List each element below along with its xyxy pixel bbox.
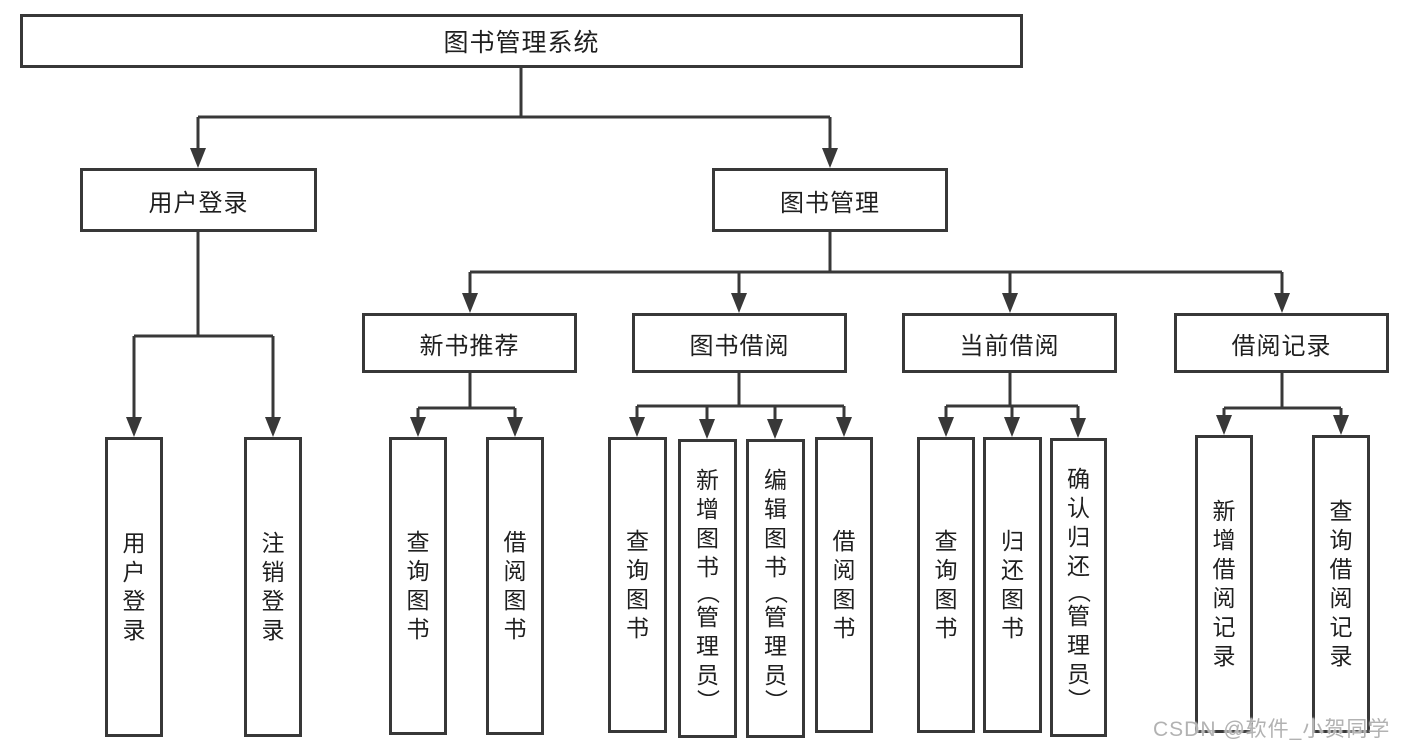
node-root-label: 图书管理系统 bbox=[443, 29, 600, 57]
connector-records-to-leaves bbox=[1222, 373, 1343, 418]
connector-userlogin-to-leaves bbox=[132, 232, 275, 419]
arrowhead bbox=[699, 419, 715, 439]
node-leaf-user-login-label: 用户登录 bbox=[122, 530, 146, 643]
connector-bookborrow-to-leaves bbox=[635, 373, 846, 422]
connector-bookmgmt-to-level3 bbox=[468, 232, 1284, 297]
node-leaf-query-books-2-label: 查询图书 bbox=[626, 528, 649, 641]
node-leaf-return-book-label: 归还图书 bbox=[1001, 528, 1024, 641]
node-leaf-query-books-3: 查询图书 bbox=[917, 437, 975, 733]
arrowhead bbox=[1070, 418, 1086, 438]
arrowhead bbox=[126, 417, 142, 437]
arrowhead bbox=[462, 293, 478, 313]
node-leaf-query-books-1: 查询图书 bbox=[389, 437, 447, 735]
node-leaf-query-borrow-record: 查询借阅记录 bbox=[1312, 435, 1370, 733]
arrowhead bbox=[822, 148, 838, 168]
node-leaf-add-book-admin: 新增图书（管理员） bbox=[678, 439, 737, 738]
node-book-borrowing-label: 图书借阅 bbox=[689, 332, 790, 360]
node-current-borrowing: 当前借阅 bbox=[902, 313, 1117, 373]
node-leaf-edit-book-admin: 编辑图书（管理员） bbox=[746, 439, 805, 738]
arrowhead bbox=[836, 417, 852, 437]
arrowhead bbox=[1274, 293, 1290, 313]
node-leaf-borrow-books-2-label: 借阅图书 bbox=[832, 528, 856, 641]
node-leaf-query-borrow-record-label: 查询借阅记录 bbox=[1329, 498, 1353, 669]
node-borrowing-records: 借阅记录 bbox=[1174, 313, 1389, 373]
node-leaf-add-borrow-record-label: 新增借阅记录 bbox=[1212, 498, 1236, 669]
node-leaf-return-book: 归还图书 bbox=[983, 437, 1042, 733]
node-leaf-query-books-1-label: 查询图书 bbox=[406, 529, 430, 642]
node-user-login-label: 用户登录 bbox=[148, 189, 249, 217]
node-leaf-confirm-return-admin-label: 确认归还（管理员） bbox=[1066, 466, 1092, 711]
node-leaf-query-books-2: 查询图书 bbox=[608, 437, 667, 733]
node-leaf-logout-label: 注销登录 bbox=[261, 530, 285, 643]
node-leaf-add-borrow-record: 新增借阅记录 bbox=[1195, 435, 1253, 733]
node-borrowing-records-label: 借阅记录 bbox=[1231, 332, 1332, 360]
arrowhead bbox=[731, 293, 747, 313]
arrowhead bbox=[938, 417, 954, 437]
node-leaf-add-book-admin-label: 新增图书（管理员） bbox=[695, 467, 721, 712]
node-new-book-recommend: 新书推荐 bbox=[362, 313, 577, 373]
arrowhead bbox=[1002, 293, 1018, 313]
connector-root-to-level2 bbox=[196, 68, 832, 150]
node-root-library-system: 图书管理系统 bbox=[20, 14, 1023, 68]
node-leaf-user-login: 用户登录 bbox=[105, 437, 163, 737]
node-current-borrowing-label: 当前借阅 bbox=[959, 332, 1060, 360]
node-book-borrowing: 图书借阅 bbox=[632, 313, 847, 373]
node-book-management-label: 图书管理 bbox=[780, 189, 880, 217]
node-leaf-edit-book-admin-label: 编辑图书（管理员） bbox=[763, 467, 789, 712]
connector-currentborrow-to-leaves bbox=[944, 373, 1080, 421]
connector-newbooks-to-leaves bbox=[416, 373, 517, 420]
node-leaf-borrow-books-2: 借阅图书 bbox=[815, 437, 873, 733]
arrowhead bbox=[410, 417, 426, 437]
arrowhead bbox=[629, 417, 645, 437]
node-leaf-borrow-books-1: 借阅图书 bbox=[486, 437, 544, 735]
node-leaf-query-books-3-label: 查询图书 bbox=[934, 528, 958, 641]
node-leaf-logout: 注销登录 bbox=[244, 437, 302, 737]
arrowhead bbox=[507, 417, 523, 437]
arrowhead bbox=[1004, 417, 1020, 437]
arrowhead bbox=[190, 148, 206, 168]
node-leaf-confirm-return-admin: 确认归还（管理员） bbox=[1050, 438, 1107, 737]
arrowhead bbox=[767, 419, 783, 439]
node-leaf-borrow-books-1-label: 借阅图书 bbox=[503, 529, 527, 642]
node-user-login: 用户登录 bbox=[80, 168, 317, 232]
arrowhead bbox=[1216, 415, 1232, 435]
arrowhead bbox=[1333, 415, 1349, 435]
watermark: CSDN @软件_小贺同学 bbox=[1153, 718, 1391, 741]
node-book-management: 图书管理 bbox=[712, 168, 948, 232]
node-new-book-recommend-label: 新书推荐 bbox=[419, 332, 520, 360]
arrowhead bbox=[265, 417, 281, 437]
connector-lines bbox=[132, 68, 1343, 422]
